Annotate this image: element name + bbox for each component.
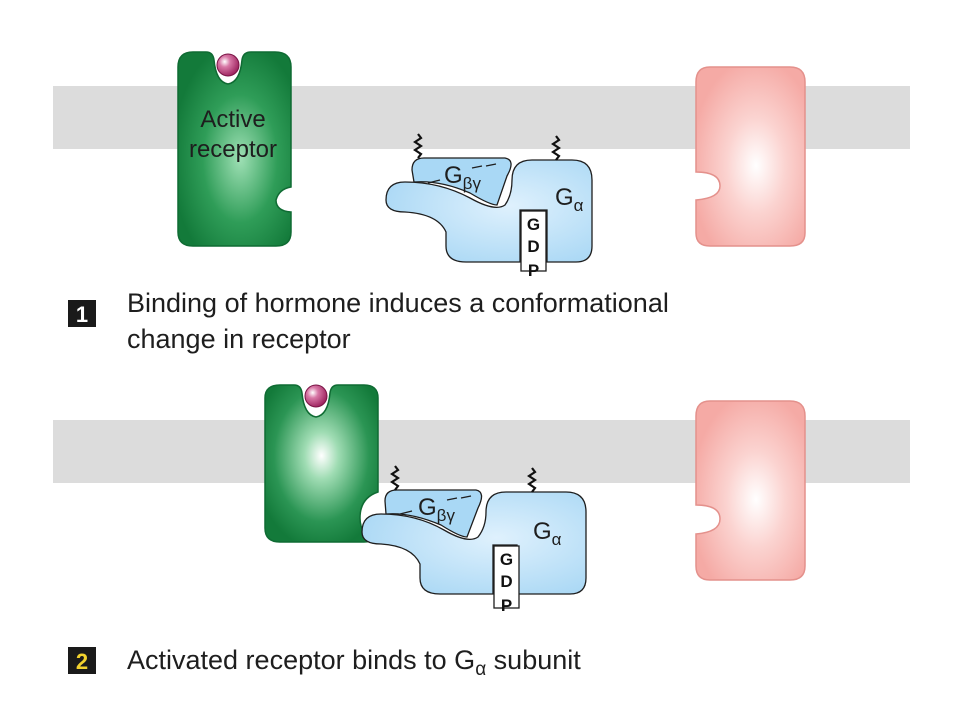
caption-1-line2: change in receptor <box>127 324 351 354</box>
gbg-label-1: Gβγ <box>444 162 481 193</box>
lipid-anchor-gbg-1 <box>413 133 423 159</box>
ga-label-2: Gα <box>533 518 562 549</box>
step-number-box-1 <box>68 300 96 327</box>
g-beta-gamma-subunit-1 <box>411 157 512 206</box>
ga-label-1: Gα <box>555 184 584 215</box>
gdp-box-2 <box>493 545 520 609</box>
step-number-2: 2 <box>76 649 88 674</box>
effector-protein-2 <box>695 400 806 581</box>
gdp-letter-g-2: G <box>500 550 513 569</box>
active-receptor-1 <box>177 51 292 247</box>
step-number-box-2 <box>68 647 96 674</box>
caption-2: Activated receptor binds to Gα subunit <box>127 645 581 680</box>
panel-2: Gβγ Gα G D P 2 Activated receptor binds … <box>53 384 910 680</box>
lipid-anchor-ga-1 <box>551 135 561 161</box>
effector-protein-1 <box>695 66 806 247</box>
step-number-1: 1 <box>76 302 88 327</box>
receptor-label-line2: receptor <box>189 136 277 163</box>
g-alpha-subunit-1 <box>385 159 593 263</box>
lipid-anchor-gbg-2 <box>390 465 400 491</box>
gdp-box-1 <box>520 210 547 272</box>
gdp-letter-d-2: D <box>500 572 512 591</box>
lipid-anchor-ga-2 <box>527 467 537 493</box>
panel-1: Active receptor Gβγ Gα G D P 1 Binding o… <box>53 51 910 354</box>
gdp-letter-p-2: P <box>501 596 512 615</box>
caption-1-line1: Binding of hormone induces a conformatio… <box>127 288 669 318</box>
receptor-label-line1: Active <box>200 106 265 133</box>
gdp-letter-p-1: P <box>528 261 539 280</box>
gbg-label-2: Gβγ <box>418 494 455 525</box>
hormone-ligand-1 <box>216 53 240 77</box>
hormone-ligand-2 <box>304 384 328 408</box>
g-alpha-subunit-2 <box>361 491 587 595</box>
activated-receptor-2 <box>264 384 379 544</box>
gbg-dashes-1 <box>427 163 497 184</box>
g-beta-gamma-subunit-2 <box>384 489 483 538</box>
gbg-dashes-2 <box>399 495 472 515</box>
gdp-letter-d-1: D <box>527 237 539 256</box>
gdp-letter-g-1: G <box>527 215 540 234</box>
